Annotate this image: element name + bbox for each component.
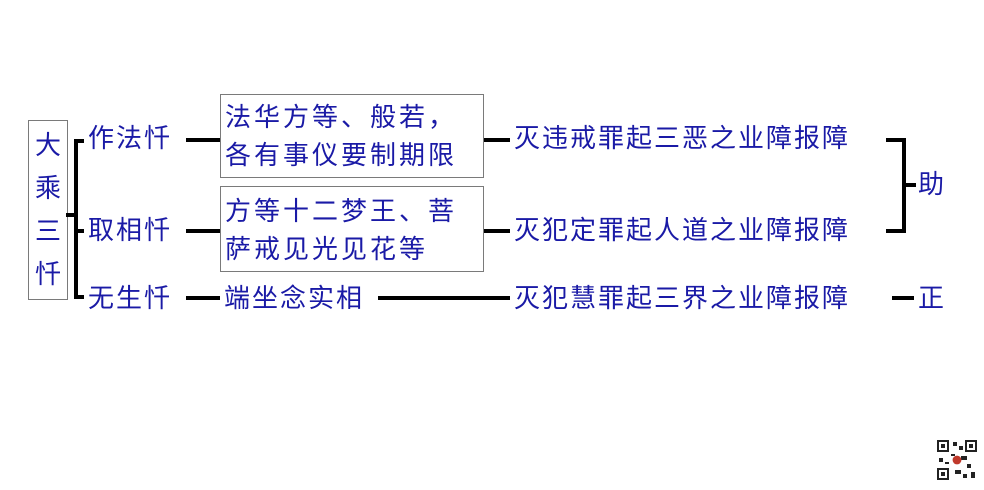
branch-name: 无生忏: [88, 284, 173, 314]
method-connector: [484, 229, 510, 233]
method-box: 方等十二梦王、菩 萨戒见光见花等: [220, 186, 484, 272]
branch-connector: [186, 138, 220, 142]
primary-connector: [892, 296, 914, 300]
method-connector: [484, 138, 510, 142]
root-box: 大乘三忏: [28, 120, 68, 300]
branch-connector: [186, 296, 220, 300]
branch-name: 取相忏: [88, 216, 173, 246]
effect-text: 灭犯定罪起人道之业障报障: [514, 216, 851, 246]
method-line: 萨戒见光见花等: [225, 235, 429, 265]
left-bracket-top: [74, 139, 84, 143]
left-bracket-vertical: [74, 139, 78, 299]
root-label: 大乘三忏: [34, 131, 61, 290]
qr-code-icon: [937, 440, 977, 480]
method-connector: [378, 296, 510, 300]
right-bracket-bottom: [886, 229, 906, 233]
method-line: 方等十二梦王、菩: [225, 197, 458, 227]
method-box: 法华方等、般若， 各有事仪要制期限: [220, 94, 484, 178]
outcome-primary: 正: [918, 284, 947, 314]
method-line: 法华方等、般若，: [225, 103, 458, 133]
branch-connector: [186, 229, 220, 233]
method-text: 端坐念实相: [224, 284, 365, 314]
right-bracket-top: [886, 138, 906, 142]
left-bracket-bottom: [74, 295, 84, 299]
outcome-assist: 助: [918, 170, 947, 200]
root-connector: [66, 213, 76, 217]
effect-text: 灭违戒罪起三恶之业障报障: [514, 124, 851, 154]
method-line: 各有事仪要制期限: [225, 141, 458, 171]
effect-text: 灭犯慧罪起三界之业障报障: [514, 284, 851, 314]
left-bracket-middle: [74, 229, 84, 233]
right-bracket-out: [902, 183, 916, 187]
branch-name: 作法忏: [88, 124, 173, 154]
